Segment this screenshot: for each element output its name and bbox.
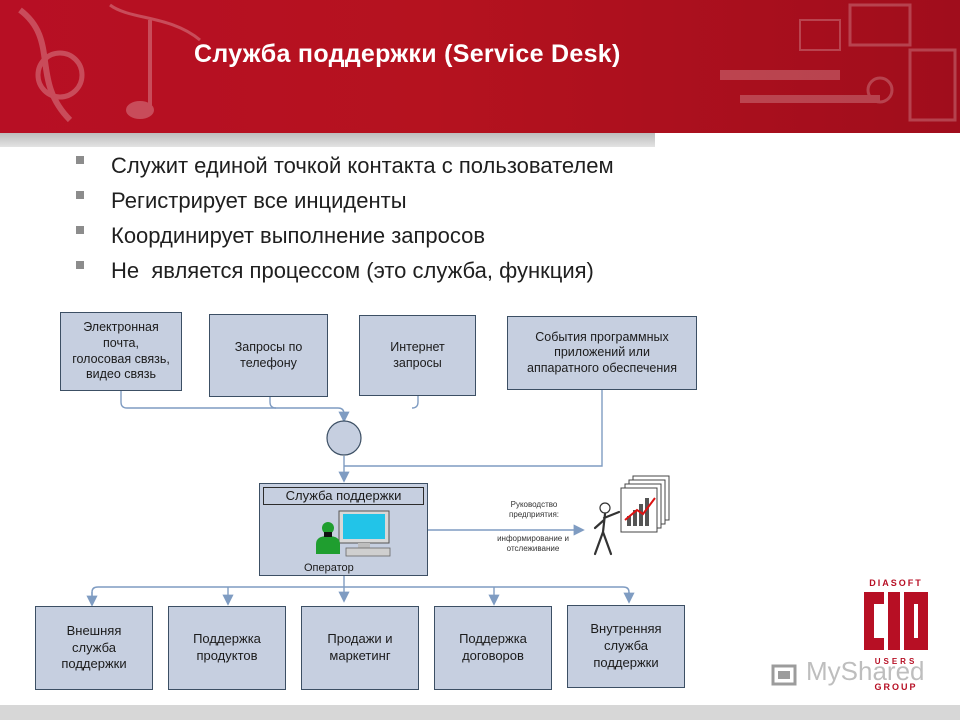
slide-title: Служба поддержки (Service Desk) [194,40,621,68]
square-bullet-icon [76,191,84,199]
square-bullet-icon [76,226,84,234]
management-label: Руководство предприятия: [509,500,559,519]
svg-text:DIASOFT: DIASOFT [869,578,923,588]
input-app-hw-events: События программных приложений или аппар… [507,316,697,390]
operator-label: Оператор [304,562,354,574]
manager-with-charts-icon [593,475,670,556]
output-sales-marketing: Продажи и маркетинг [301,606,419,690]
merge-node [326,420,362,456]
footer-stripe [0,705,960,720]
input-phone-requests: Запросы по телефону [209,314,328,397]
header-stripe [0,133,655,147]
output-external-support: Внешняя служба поддержки [35,606,153,690]
music-notes-decoration [18,3,201,123]
svg-text:GROUP: GROUP [874,682,917,692]
square-bullet-icon [76,261,84,269]
input-internet-requests: Интернет запросы [359,315,476,396]
management-action-label: информирование и отслеживание [497,534,569,553]
output-contract-support: Поддержка договоров [434,606,552,690]
circuit-decoration [720,3,957,122]
myshared-watermark-icon [771,664,797,686]
operator-computer-icon [316,510,391,557]
myshared-watermark: MyShared [806,656,925,686]
input-email-voice-video: Электронная почта, голосовая связь, виде… [60,312,182,391]
diasoft-cio-logo: DIASOFT USERS GROUP [864,578,928,692]
service-desk-title: Служба поддержки [263,487,424,505]
slide-header: Служба поддержки (Service Desk) [0,0,960,133]
square-bullet-icon [76,156,84,164]
output-product-support: Поддержка продуктов [168,606,286,690]
svg-text:USERS: USERS [875,657,918,666]
output-internal-support: Внутренняя служба поддержки [567,605,685,688]
